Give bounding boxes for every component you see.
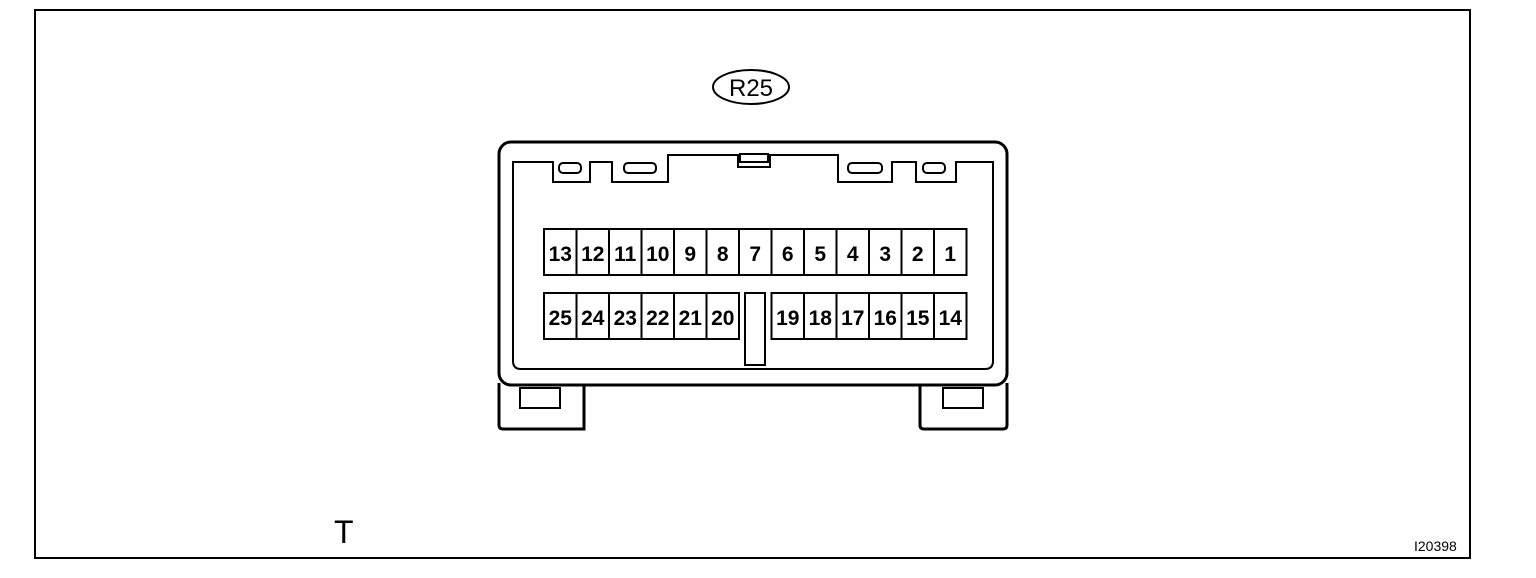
pin-label-11: 11 [614,243,637,266]
pin-cell-8 [705,228,740,276]
figure-code: I20398 [1414,538,1457,554]
view-label: T [334,514,354,550]
pin-cell-20 [705,292,740,340]
pin-label-1: 1 [944,243,956,266]
pin-cell-17 [835,292,870,340]
pin-cell-3 [868,228,903,276]
connector-code-ellipse [712,69,790,105]
pin-label-19: 19 [776,307,799,330]
diagram-frame [34,9,1471,559]
pin-label-17: 17 [841,307,864,330]
pin-cell-24 [575,292,610,340]
pin-label-6: 6 [782,243,794,266]
pin-cell-11 [608,228,643,276]
pin-cell-15 [900,292,935,340]
pin-label-14: 14 [939,307,963,330]
pin-label-12: 12 [581,243,604,266]
pin-cell-21 [673,292,708,340]
pin-label-3: 3 [879,243,891,266]
latch-window [558,162,582,174]
pin-label-20: 20 [711,307,734,330]
pin-label-8: 8 [717,243,729,266]
pin-label-21: 21 [679,307,703,330]
pin-label-24: 24 [581,307,605,330]
connector-inner-outline [512,154,994,370]
pin-label-23: 23 [614,307,637,330]
left-bottom-tab [497,383,586,431]
pin-cell-4 [835,228,870,276]
connector-code: R25 [729,75,773,102]
pin-label-18: 18 [809,307,833,330]
pin-label-13: 13 [549,243,572,266]
pin-label-2: 2 [912,243,924,266]
pin-cell-7 [738,228,773,276]
pin-cell-6 [770,228,805,276]
right-tab-slot [942,387,984,409]
pin-cell-1 [933,228,968,276]
pin-label-7: 7 [749,243,761,266]
pin-label-15: 15 [906,307,930,330]
pin-cell-14 [933,292,968,340]
pin-label-22: 22 [646,307,669,330]
pin-label-4: 4 [847,243,859,266]
pin-label-9: 9 [684,243,696,266]
pin-cell-2 [900,228,935,276]
pin-cell-13 [543,228,578,276]
pin-label-25: 25 [549,307,573,330]
pin-label-10: 10 [646,243,669,266]
polarity-key [744,292,766,366]
latch-window [847,162,883,174]
left-tab-slot [519,387,561,409]
latch-window [623,162,657,174]
pin-cell-5 [803,228,838,276]
pin-label-5: 5 [814,243,826,266]
latch-window [739,153,769,163]
pin-cell-10 [640,228,675,276]
pin-cell-12 [575,228,610,276]
latch-window [922,162,946,174]
right-bottom-tab [918,383,1009,431]
pin-label-16: 16 [874,307,897,330]
